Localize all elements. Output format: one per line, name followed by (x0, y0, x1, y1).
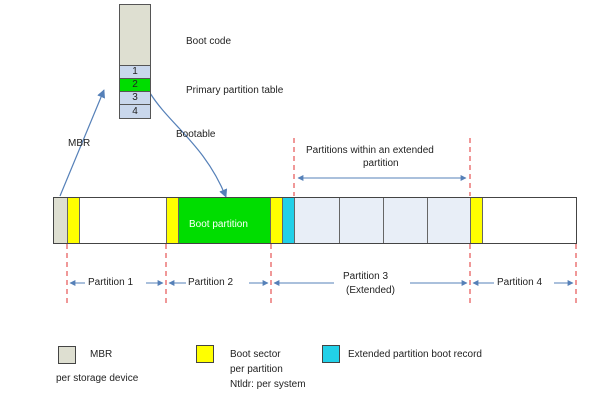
primary-partition-table-label: Primary partition table (186, 85, 284, 96)
partition-3-label-line1: Partition 3 (343, 271, 389, 282)
legend-ebr-title: Extended partition boot record (348, 349, 482, 360)
partition-2-boot-sector (167, 198, 179, 243)
boot-partition: Boot partition (179, 198, 271, 243)
partition-4-label: Partition 4 (497, 277, 543, 288)
legend-mbr-title: MBR (90, 349, 113, 360)
legend-mbr-swatch (58, 346, 76, 364)
legend-boot-sub1: per partition (230, 364, 283, 375)
legend-mbr-sub: per storage device (56, 373, 139, 384)
partition-table-entry-1: 1 (119, 66, 151, 79)
partition-table-entry-2-active: 2 (119, 79, 151, 92)
logical-partition-3 (384, 198, 428, 243)
partition-1-boot-sector (68, 198, 80, 243)
mbr-arrow (59, 89, 105, 197)
logical-partition-2 (340, 198, 384, 243)
partition-table-entry-4: 4 (119, 105, 151, 119)
partition-4-boot-sector (471, 198, 483, 243)
partition-3-boot-sector (271, 198, 283, 243)
legend-boot-sub2: Ntldr: per system (230, 379, 306, 390)
extended-boot-record (283, 198, 295, 243)
entry-3-label: 3 (132, 92, 138, 103)
partition-table-entry-3: 3 (119, 92, 151, 105)
boot-partition-label: Boot partition (189, 219, 248, 230)
entry-4-label: 4 (132, 106, 138, 117)
legend-boot-title: Boot sector (230, 349, 281, 360)
legend-ebr-swatch (322, 345, 340, 363)
partition-3-label-line2: (Extended) (346, 285, 395, 296)
bootable-arrow-label: Bootable (176, 129, 216, 140)
extended-header-line2: partition (363, 158, 399, 169)
logical-partition-1 (295, 198, 340, 243)
legend-boot-sector-swatch (196, 345, 214, 363)
entry-2-label: 2 (132, 79, 138, 90)
partition-2-label: Partition 2 (188, 277, 234, 288)
mbr-arrow-label: MBR (68, 138, 91, 149)
entry-1-label: 1 (132, 66, 138, 77)
partition-4-body (483, 198, 576, 243)
mbr-sector (54, 198, 68, 243)
partition-1-label: Partition 1 (88, 277, 134, 288)
boot-code-label: Boot code (186, 36, 232, 47)
partition-1-body (80, 198, 167, 243)
bootable-arrow (149, 92, 228, 198)
logical-partition-4 (428, 198, 471, 243)
extended-header-line1: Partitions within an extended (306, 145, 434, 156)
mbr-boot-code-block (119, 4, 151, 66)
